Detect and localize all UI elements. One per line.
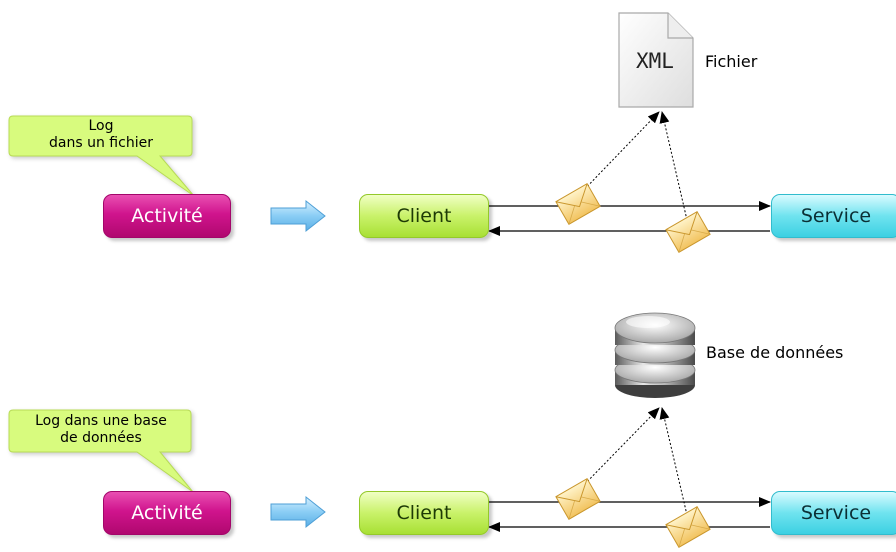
transition-arrow-bottom — [270, 495, 326, 529]
service-box-top[interactable]: Service — [771, 194, 896, 238]
callout-bottom-line1: Log dans une base — [35, 413, 167, 429]
envelope-icon — [555, 478, 601, 520]
database-label: Base de données — [706, 343, 844, 362]
callout-bottom-text: Log dans une base de données — [12, 413, 190, 447]
database-icon — [614, 312, 696, 398]
log-line-top-1 — [578, 111, 660, 196]
activity-box-bottom[interactable]: Activité — [103, 491, 231, 535]
callout-top-line2: dans un fichier — [49, 135, 153, 151]
activity-box-top[interactable]: Activité — [103, 194, 231, 238]
log-line-bottom-1 — [578, 407, 660, 491]
envelope-icon — [665, 211, 711, 253]
envelope-icon — [665, 506, 711, 548]
log-line-top-2 — [659, 111, 688, 221]
callout-top — [8, 115, 195, 197]
xml-file-label: XML — [636, 49, 674, 73]
client-box-top[interactable]: Client — [359, 194, 489, 238]
callout-top-text: Log dans un fichier — [12, 118, 190, 152]
client-box-bottom[interactable]: Client — [359, 491, 489, 535]
xml-file-icon — [618, 12, 694, 108]
log-line-bottom-2 — [659, 407, 688, 516]
callout-bottom — [8, 409, 194, 493]
file-label: Fichier — [705, 52, 758, 71]
service-box-bottom[interactable]: Service — [771, 491, 896, 535]
envelope-icon — [555, 183, 601, 225]
transition-arrow-top — [270, 199, 326, 233]
callout-bottom-line2: de données — [60, 430, 142, 446]
callout-top-line1: Log — [88, 118, 114, 134]
